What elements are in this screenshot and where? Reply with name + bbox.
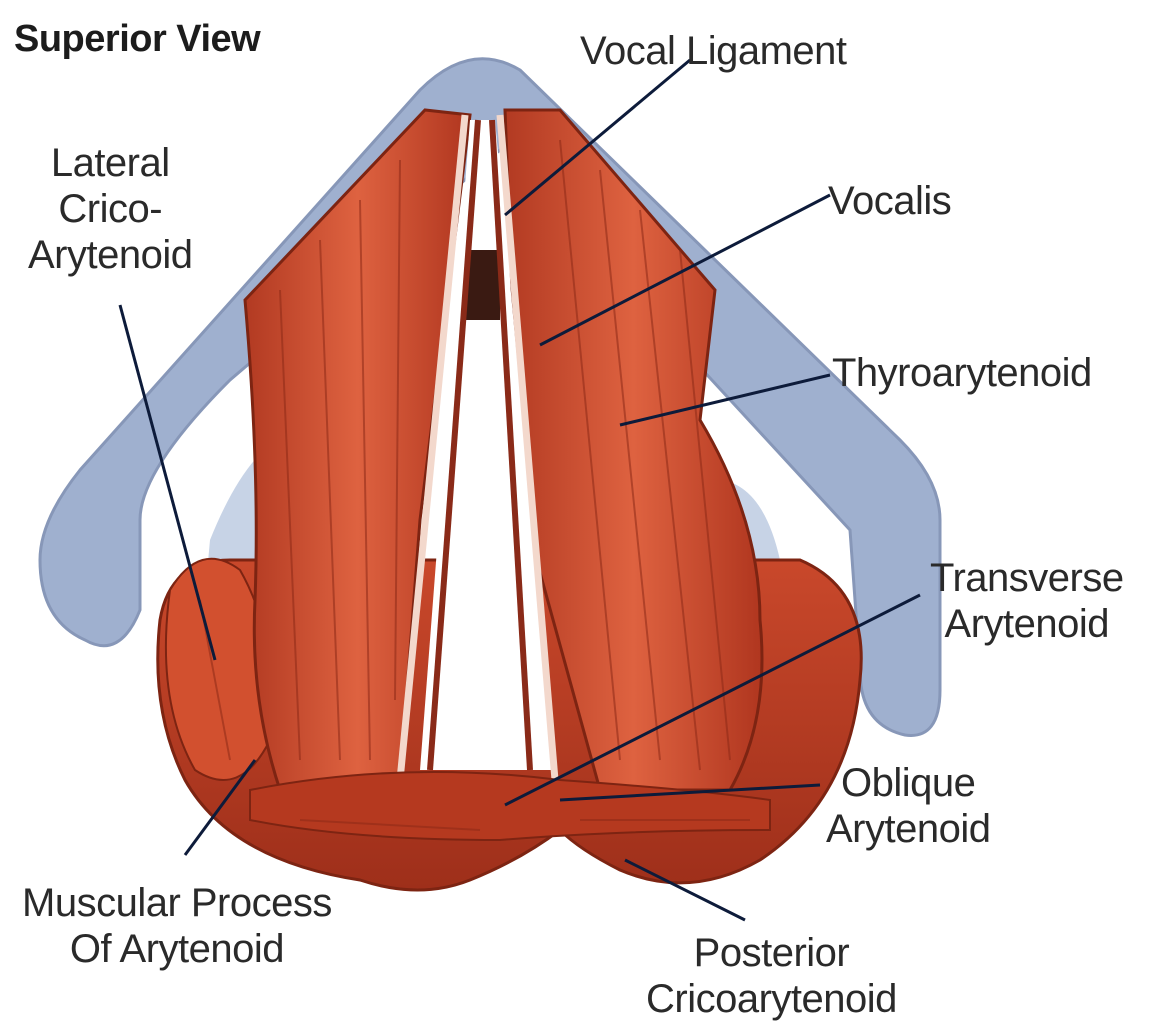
label-transverse-arytenoid: Transverse Arytenoid xyxy=(930,555,1124,647)
label-lateral-crico-arytenoid: Lateral Crico- Arytenoid xyxy=(28,140,192,278)
diagram-title: Superior View xyxy=(14,18,260,61)
label-muscular-process: Muscular Process Of Arytenoid xyxy=(22,880,332,972)
label-vocal-ligament: Vocal Ligament xyxy=(580,28,847,74)
label-oblique-arytenoid: Oblique Arytenoid xyxy=(826,760,990,852)
label-posterior-cricoarytenoid: Posterior Cricoarytenoid xyxy=(646,930,897,1022)
label-thyroarytenoid: Thyroarytenoid xyxy=(832,350,1092,396)
label-vocalis: Vocalis xyxy=(828,178,951,224)
